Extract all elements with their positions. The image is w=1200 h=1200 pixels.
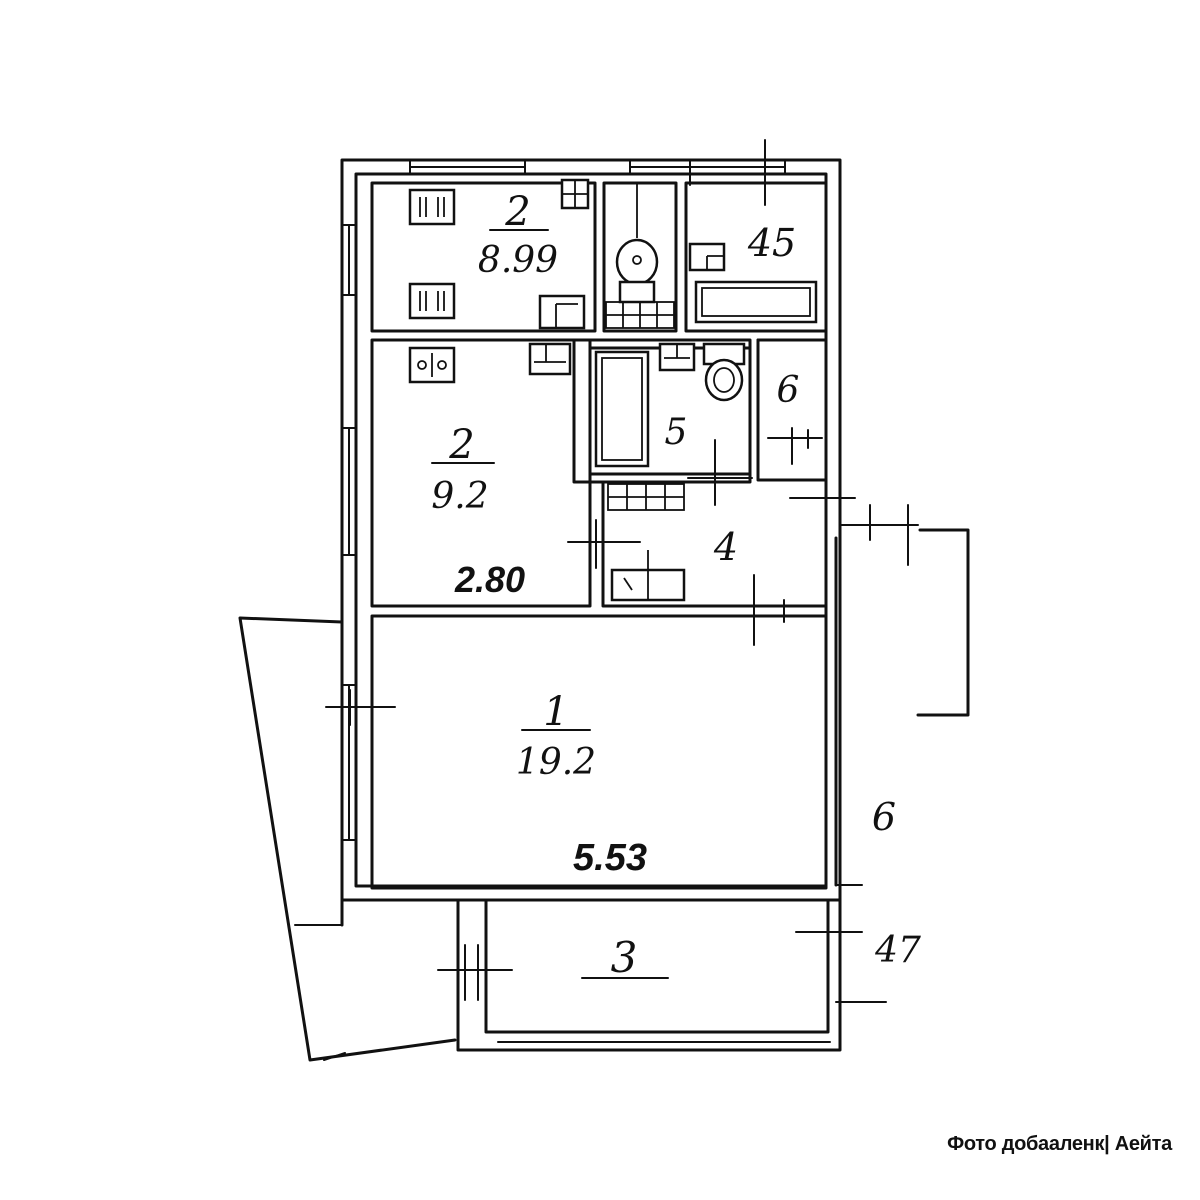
toilet-icon xyxy=(702,342,746,402)
room-area: 19.2 xyxy=(516,742,596,783)
room-number: 2 xyxy=(448,422,474,468)
room-area: 8.99 xyxy=(478,240,558,281)
room-bathroom: 5 xyxy=(665,412,688,453)
right-bracket xyxy=(834,528,970,887)
washbasin-icon xyxy=(658,342,696,372)
bathtub-icon xyxy=(594,350,650,468)
door-marks xyxy=(323,159,919,1061)
room-number: 47 xyxy=(874,930,921,971)
wardrobe-icon xyxy=(610,550,686,602)
outside-bottom-right: 47 xyxy=(874,930,921,971)
outside-right: 6 xyxy=(872,795,896,839)
sink-icon xyxy=(538,294,586,330)
stove-icon xyxy=(408,188,456,226)
tile-grid xyxy=(607,483,685,511)
dimension-label: 2.80 xyxy=(454,559,525,600)
tile-grid xyxy=(605,301,675,329)
washbasin-icon xyxy=(688,242,726,272)
left-loggia xyxy=(238,616,457,1062)
room-bedroom: 2 9.2 2.80 xyxy=(431,422,525,600)
room-hall: 4 xyxy=(713,525,738,569)
dimension-label: 5.53 xyxy=(573,837,647,879)
stove-icon xyxy=(408,346,456,384)
room-number: 3 xyxy=(611,933,638,982)
toilet-icon xyxy=(615,183,659,304)
room-number: 5 xyxy=(665,412,688,453)
room-number: 1 xyxy=(543,689,568,735)
balcony xyxy=(456,898,842,1052)
room-balcony: 3 xyxy=(581,933,669,982)
ventilation-shaft-icon xyxy=(560,178,590,210)
room-number: 2 xyxy=(504,189,530,235)
room-kitchen-top: 2 8.99 xyxy=(478,189,558,281)
room-number: 45 xyxy=(747,221,796,265)
room-corridor: 6 xyxy=(777,370,800,411)
sink-icon xyxy=(528,342,572,376)
room-area: 9.2 xyxy=(431,476,488,517)
room-number: 4 xyxy=(713,525,738,569)
watermark: Фото добааленк| Аейта xyxy=(947,1133,1172,1155)
room-number: 6 xyxy=(777,370,800,411)
bathtub-icon xyxy=(694,280,818,324)
room-living: 1 19.2 5.53 xyxy=(516,689,647,879)
room-wc-top: 45 xyxy=(747,221,796,265)
stove-icon xyxy=(408,282,456,320)
room-number: 6 xyxy=(872,795,896,839)
